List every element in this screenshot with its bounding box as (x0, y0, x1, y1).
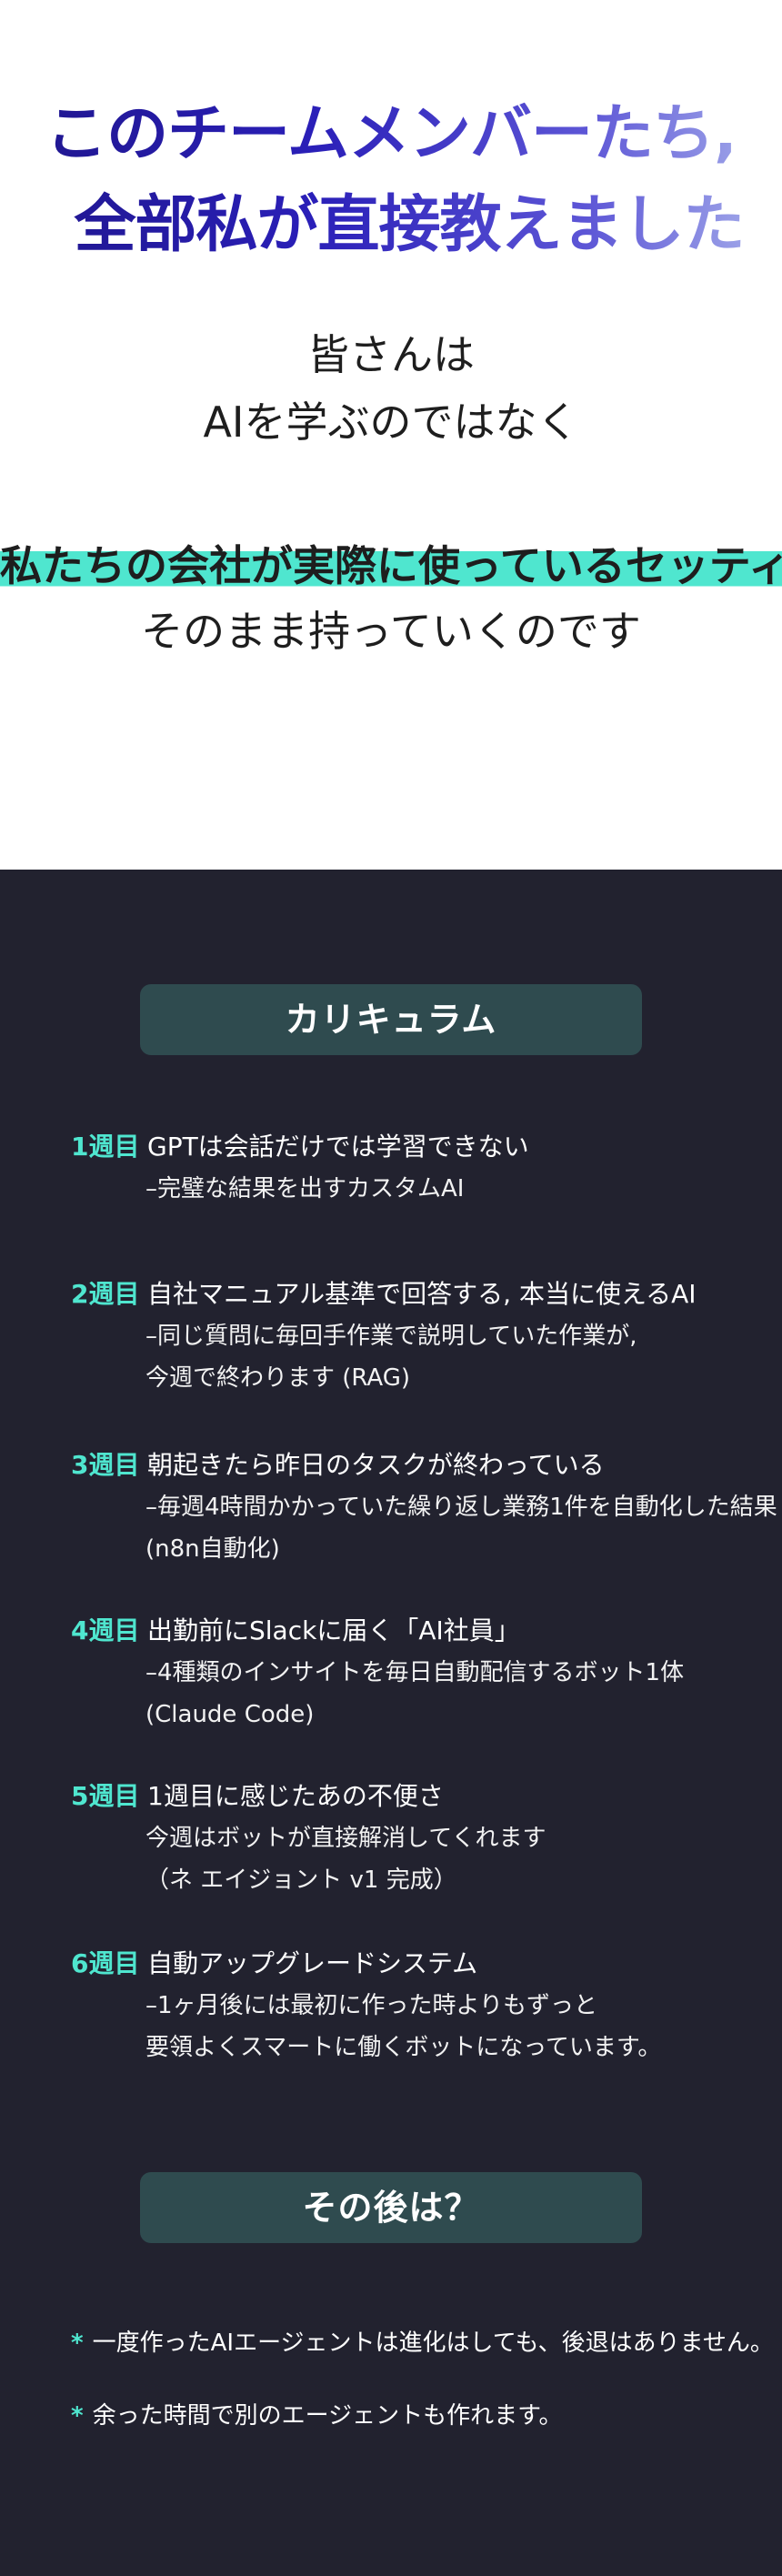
week-title: 自動アップグレードシステム (147, 1948, 478, 1978)
week-detail: 今週はボットが直接解消してくれます (145, 1825, 546, 1852)
week-detail: –毎週4時間かかっていた繰り返し業務1件を自動化した結果 (145, 1494, 777, 1521)
week-label: 3週目 (71, 1450, 140, 1480)
week-detail: 要領よくスマートに働くボットになっています。 (145, 2034, 662, 2061)
highlight-line: 私たちの会社が実際に使っているセッティングを (0, 540, 782, 591)
subtitle-line-4: そのまま持っていくのです (141, 607, 641, 656)
week-label: 6週目 (71, 1948, 140, 1978)
week-item-3: 3週目朝起きたら昨日のタスクが終わっている –毎週4時間かかっていた繰り返し業務… (71, 1444, 777, 1570)
week-item-6: 6週目自動アップグレードシステム –1ヶ月後には最初に作った時よりもずっと 要領… (71, 1943, 726, 2068)
note-text: 余った時間で別のエージェントも作れます。 (92, 2402, 563, 2430)
week-label: 4週目 (71, 1615, 140, 1645)
week-detail: –4種類のインサイトを毎日自動配信するボット1体 (145, 1659, 685, 1686)
headline-line-1: このチームメンバーたち, (0, 96, 782, 173)
week-title: 出勤前にSlackに届く「AI社員」 (147, 1615, 520, 1645)
subtitle-line-1: 皆さんは (307, 330, 475, 379)
week-label: 2週目 (71, 1279, 140, 1309)
week-detail: –1ヶ月後には最初に作った時よりもずっと (145, 1992, 598, 2019)
week-item-2: 2週目自社マニュアル基準で回答する, 本当に使えるAI –同じ質問に毎回手作業で… (71, 1273, 726, 1399)
week-detail: –完璧な結果を出すカスタムAI (145, 1175, 465, 1202)
week-detail: 今週で終わります (RAG) (145, 1364, 411, 1392)
highlight-text: 私たちの会社が実際に使っているセッティング (0, 541, 782, 590)
week-detail: (n8n自動化) (145, 1535, 280, 1563)
week-title: 1週目に感じたあの不便さ (147, 1781, 444, 1811)
after-note-2: * 余った時間で別のエージェントも作れます。 (71, 2398, 762, 2434)
week-item-4: 4週目出勤前にSlackに届く「AI社員」 –4種類のインサイトを毎日自動配信す… (71, 1610, 726, 1736)
week-label: 5週目 (71, 1781, 140, 1811)
subtitle-line-2: AIを学ぶのではなく (203, 397, 579, 447)
after-title-badge: その後は？ (140, 2172, 642, 2243)
hero-section: このチームメンバーたち, 全部私が直接教えました 皆さんは AIを学ぶのではなく… (0, 0, 782, 870)
week-title: 朝起きたら昨日のタスクが終わっている (147, 1450, 605, 1480)
week-label: 1週目 (71, 1132, 140, 1162)
week-title: 自社マニュアル基準で回答する, 本当に使えるAI (147, 1279, 697, 1309)
week-detail: （ネ エイジョント v1 完成） (145, 1867, 457, 1894)
note-text: 一度作ったAIエージェントは進化はしても、後退はありません。 (92, 2329, 774, 2357)
after-note-1: * 一度作ったAIエージェントは進化はしても、後退はありません。 (71, 2325, 774, 2361)
week-detail: (Claude Code) (145, 1701, 315, 1728)
asterisk-icon: * (71, 2402, 84, 2430)
week-detail: –同じ質問に毎回手作業で説明していた作業が, (145, 1323, 637, 1350)
curriculum-title-badge: カリキュラム (140, 984, 642, 1055)
asterisk-icon: * (71, 2329, 84, 2357)
week-title: GPTは会話だけでは学習できない (147, 1132, 529, 1162)
headline-line-2: 全部私が直接教えました (0, 187, 782, 264)
